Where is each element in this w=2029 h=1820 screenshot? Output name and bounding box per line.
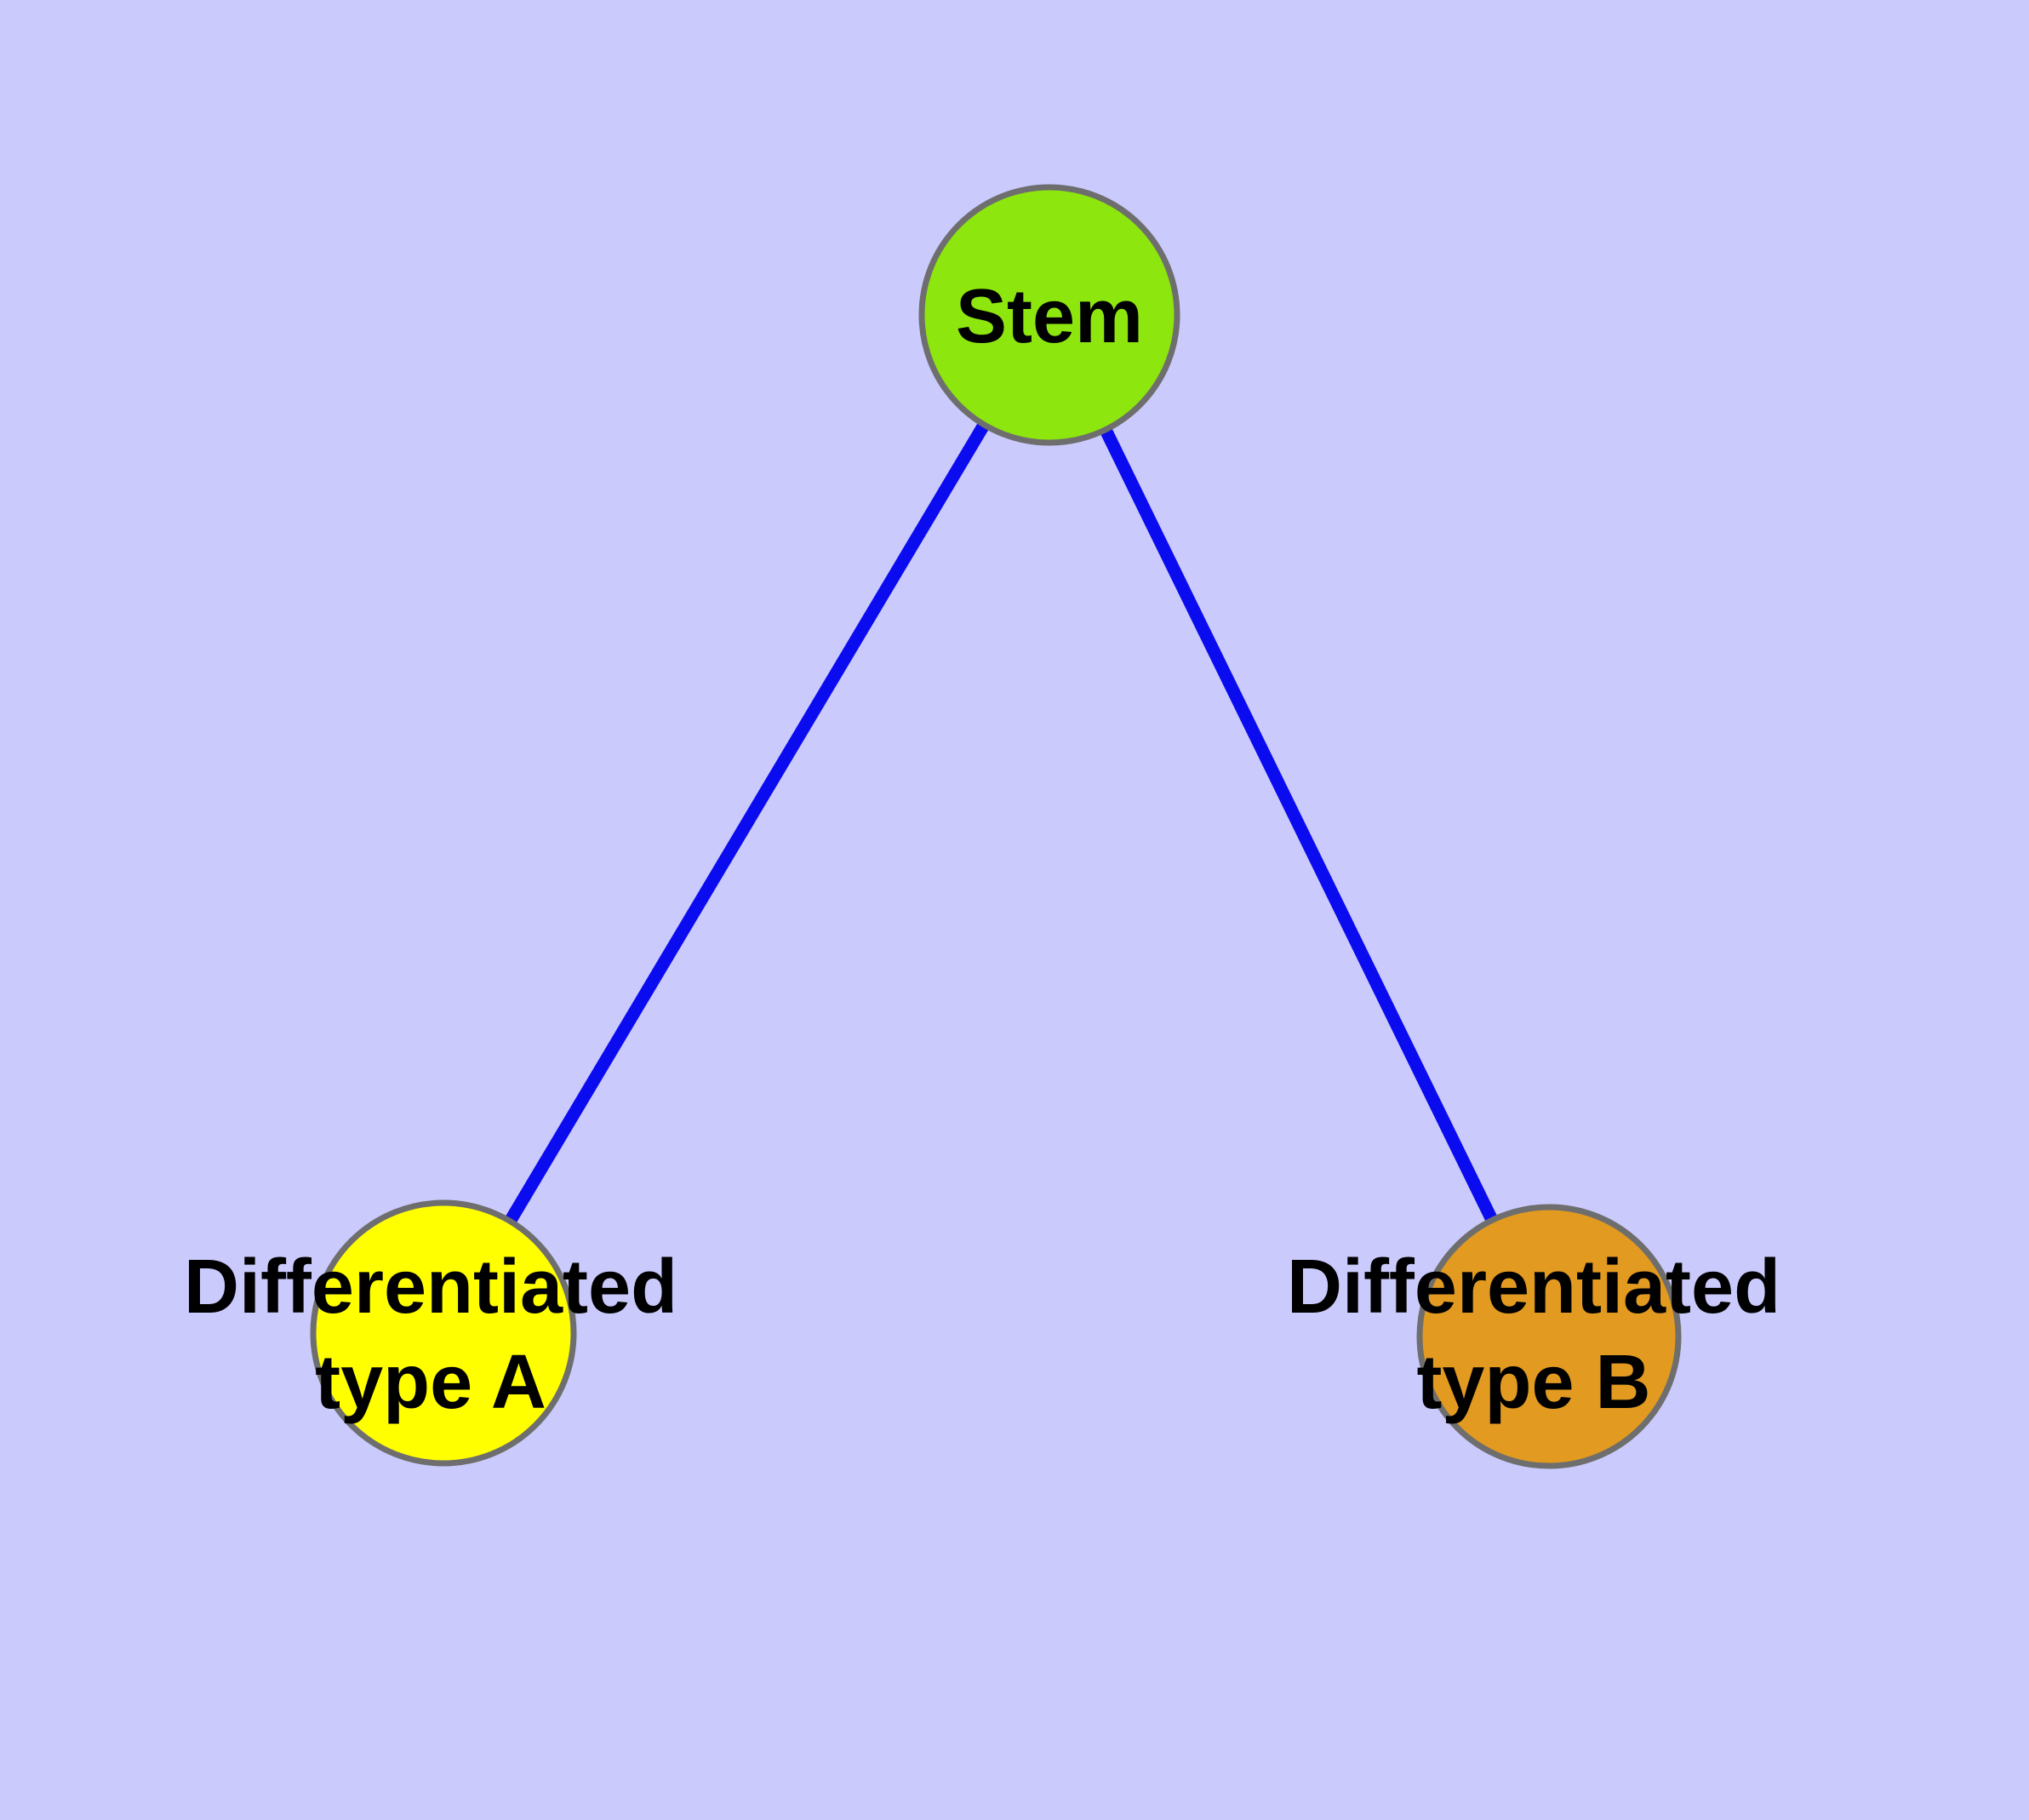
node-stem-circle[interactable]: [918, 184, 1180, 446]
edge-stem-to-type-a: [437, 312, 1055, 1336]
edge-stem-to-type-b: [1043, 312, 1555, 1340]
node-type-b-circle[interactable]: [1416, 1204, 1682, 1469]
node-type-a-circle[interactable]: [310, 1199, 577, 1467]
